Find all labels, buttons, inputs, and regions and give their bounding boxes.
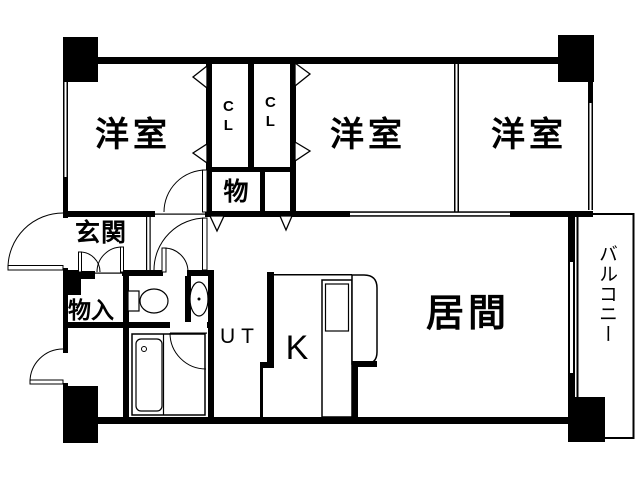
room-label-storage-closet: 物入 [68, 296, 114, 323]
side-exterior-door [29, 348, 64, 385]
balcony-window [568, 262, 570, 373]
room-label-closet-2: CL [261, 94, 279, 132]
window-left [63, 82, 65, 177]
room-label-kitchen: K [285, 329, 309, 368]
partition-bedrooms [454, 63, 456, 212]
walls [63, 35, 605, 443]
toilet-icon [127, 288, 169, 314]
bath-door-arc [169, 332, 207, 370]
pillar-top-right [558, 35, 594, 82]
washbasin-icon [189, 281, 209, 317]
front-door [7, 212, 64, 271]
room-label-utility: UT [220, 324, 260, 348]
storage-closet-doors [78, 246, 124, 273]
pillar-bottom-right [568, 397, 605, 442]
room-label-entrance: 玄関 [74, 218, 128, 247]
toilet-door [161, 247, 189, 273]
doors [7, 169, 208, 385]
pillar-top-left [63, 37, 98, 82]
balcony-outline [576, 213, 635, 439]
window-right [588, 103, 590, 210]
hall-door [153, 217, 208, 271]
room-label-bedroom-left: 洋室 [95, 116, 171, 155]
room-label-balcony: バルコニー [595, 244, 617, 344]
room-label-bedroom-middle: 洋室 [330, 116, 406, 155]
kitchen-sink-icon [324, 283, 350, 332]
room-label-storage-small: 物 [223, 177, 249, 206]
room-label-bedroom-right: 洋室 [491, 116, 567, 155]
room-label-living-room: 居間 [425, 293, 511, 336]
bathtub-icon [131, 332, 207, 416]
pillar-bottom-left [63, 386, 98, 443]
entrance-step-line [146, 215, 148, 272]
room-label-closet-1: CL [219, 98, 237, 136]
fridge-icon [351, 274, 378, 365]
door-direction-markers [191, 61, 312, 233]
kitchen-counter-icon [321, 274, 378, 418]
bedroom-left-door [163, 169, 208, 213]
